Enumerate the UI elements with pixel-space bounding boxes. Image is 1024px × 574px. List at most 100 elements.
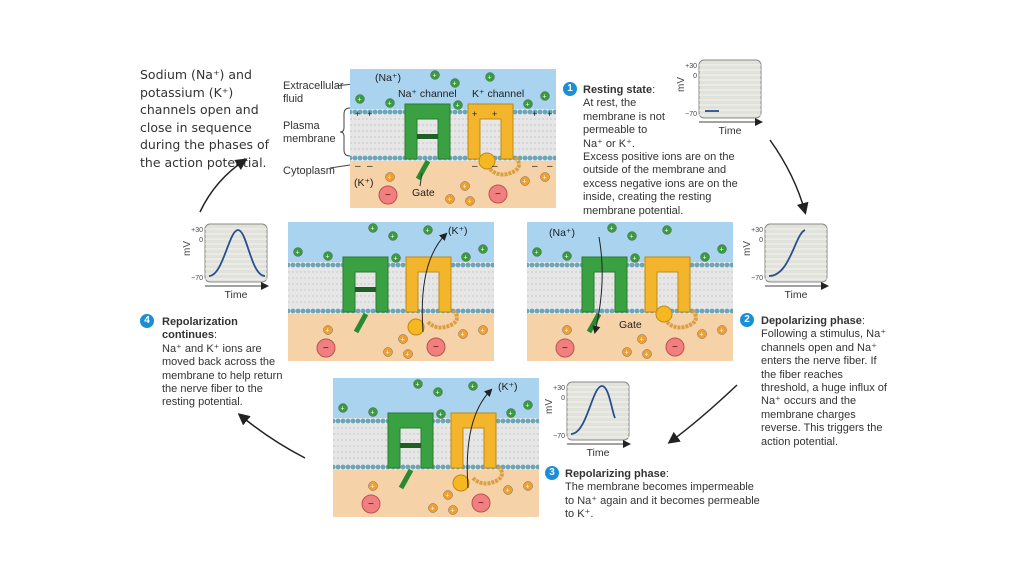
svg-text:−: − [478, 498, 484, 509]
na-ion: + [293, 247, 303, 257]
svg-text:+: + [371, 484, 375, 491]
svg-text:+: + [431, 506, 435, 513]
svg-text:+: + [464, 255, 468, 262]
y-axis-label: mV [182, 241, 193, 256]
label-gate: Gate [412, 187, 435, 199]
x-axis-label: Time [587, 447, 610, 459]
na-ion: + [436, 409, 446, 419]
plasma-membrane [527, 262, 733, 314]
y-tick-label: −70 [553, 433, 565, 440]
anion-ion: − [316, 338, 336, 358]
k-ion: + [368, 481, 378, 491]
na-ion: + [523, 400, 533, 410]
label-k-ion: (K⁺) [498, 381, 518, 393]
svg-text:+: + [451, 508, 455, 515]
k-channel [450, 412, 504, 492]
label-k-channel: K⁺ channel [472, 88, 524, 100]
anion-ion: − [555, 338, 575, 358]
step-title: Resting state [583, 84, 653, 96]
k-ion: + [445, 194, 455, 204]
k-channel [467, 103, 521, 177]
positive-charge: + [367, 109, 372, 119]
graph-spacer [669, 84, 763, 142]
svg-text:+: + [700, 332, 704, 339]
na-ion: + [433, 387, 443, 397]
step-title: Depolarizing phase [761, 315, 862, 327]
svg-text:+: + [665, 228, 669, 235]
potential-trace [768, 229, 806, 277]
y-tick-label: −70 [191, 275, 203, 282]
svg-text:+: + [463, 184, 467, 191]
svg-text:+: + [630, 234, 634, 241]
step-badge: 4 [140, 314, 154, 328]
step-body: At rest, the membrane is not permeable t… [583, 97, 738, 217]
svg-text:+: + [416, 382, 420, 389]
cycle-arrow [667, 384, 738, 444]
k-ion: + [385, 172, 395, 182]
na-ion: + [385, 98, 395, 108]
svg-text:+: + [448, 197, 452, 204]
svg-text:+: + [565, 328, 569, 335]
y-axis-label: mV [676, 77, 687, 92]
na-channel [581, 256, 628, 334]
k-ion: + [523, 481, 533, 491]
svg-text:+: + [526, 484, 530, 491]
anion-ion: − [426, 337, 446, 357]
gate [415, 159, 431, 181]
y-tick-label: −70 [685, 111, 697, 118]
label-cytoplasm: Cytoplasm [283, 165, 335, 177]
k-ion: + [642, 349, 652, 359]
cycle-arrow [237, 413, 306, 459]
svg-text:+: + [610, 226, 614, 233]
na-ion: + [562, 251, 572, 261]
svg-text:−: − [672, 342, 678, 353]
svg-text:+: + [565, 254, 569, 261]
svg-text:+: + [633, 256, 637, 263]
k-ion: + [478, 325, 488, 335]
step-3-text: Repolarizing phase:The membrane becomes … [565, 468, 765, 518]
svg-text:+: + [703, 255, 707, 262]
step-badge: 2 [740, 313, 754, 327]
positive-charge: + [355, 109, 360, 119]
anion-ion: − [471, 493, 491, 513]
negative-charge: – [355, 161, 361, 172]
anion-ion: − [378, 185, 398, 205]
svg-text:+: + [371, 410, 375, 417]
label-extracellular-fluid: Extracellular fluid [283, 80, 344, 105]
k-ion: + [383, 347, 393, 357]
k-ion: + [323, 325, 333, 335]
potential-trace [570, 385, 616, 435]
na-ion: + [423, 225, 433, 235]
na-ion: + [323, 251, 333, 261]
svg-text:+: + [720, 247, 724, 254]
gate [353, 312, 369, 334]
svg-text:+: + [326, 254, 330, 261]
svg-text:−: − [562, 343, 568, 354]
step-title: Repolarizing phase [565, 468, 666, 480]
step-1-text: 1 Resting state:At rest, the membrane is… [563, 82, 763, 218]
svg-text:+: + [296, 250, 300, 257]
cycle-arrow [769, 139, 809, 215]
graph-frame [764, 223, 828, 283]
svg-text:+: + [358, 97, 362, 104]
svg-text:+: + [439, 412, 443, 419]
negative-charge: – [532, 161, 538, 172]
y-tick-label: 0 [693, 73, 697, 80]
k-ion: + [637, 334, 647, 344]
step-2-text: 2 Depolarizing phase:Following a stimulu… [740, 313, 889, 449]
k-ion: + [503, 485, 513, 495]
gate [586, 312, 602, 334]
negative-charge: – [547, 161, 553, 172]
positive-charge: + [547, 109, 552, 119]
k-ion: + [460, 181, 470, 191]
x-axis-label: Time [719, 125, 742, 137]
svg-text:+: + [481, 328, 485, 335]
k-ion: + [520, 176, 530, 186]
k-ion: + [697, 329, 707, 339]
na-ion: + [630, 253, 640, 263]
label-plasma-membrane: Plasma membrane [283, 120, 336, 145]
